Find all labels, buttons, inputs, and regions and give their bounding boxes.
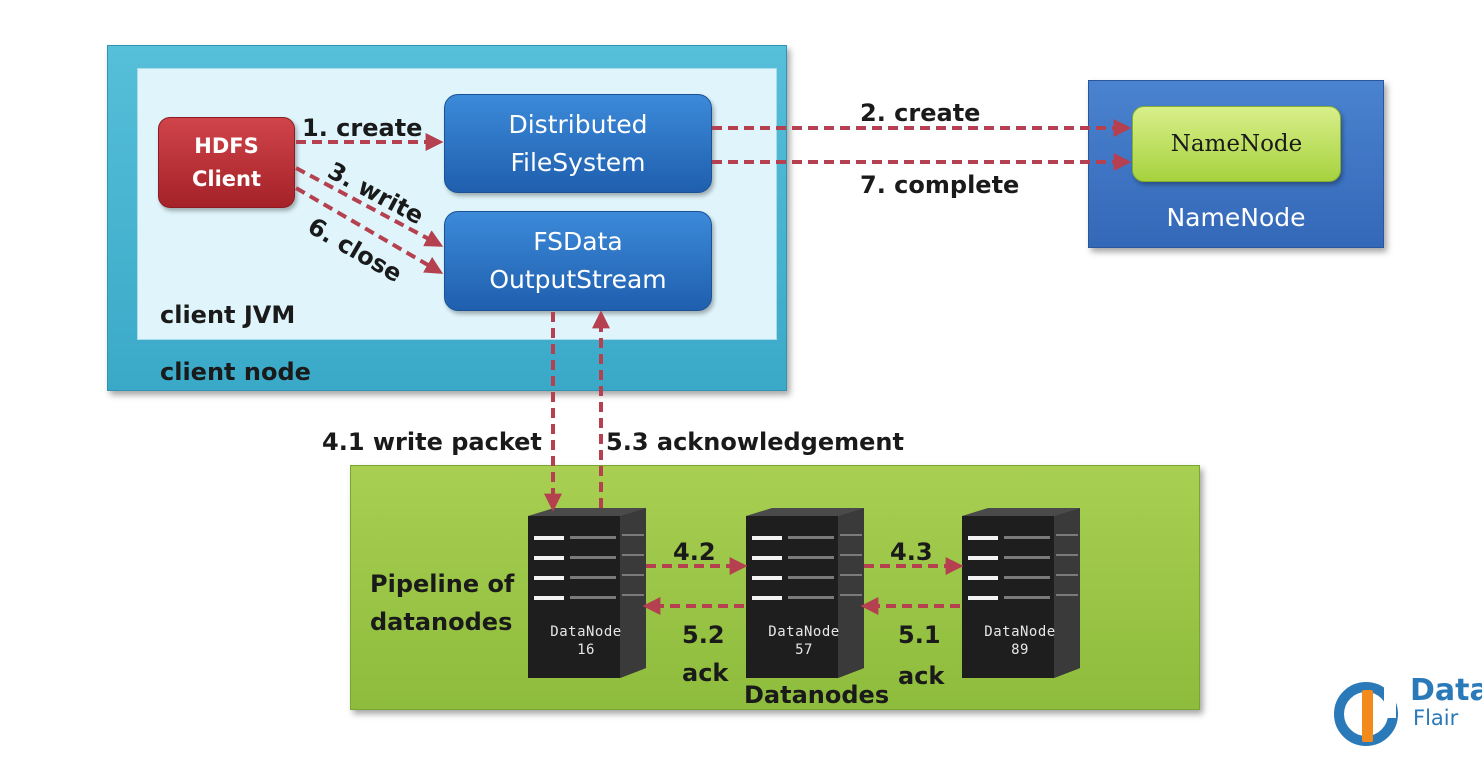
label-write-packet: 4.1 write packet bbox=[322, 428, 542, 456]
datanode-16-id: 16 bbox=[577, 642, 595, 658]
fsdos-line2: OutputStream bbox=[489, 265, 667, 294]
hdfs-client-box: HDFS Client bbox=[158, 117, 295, 208]
arrow-write bbox=[295, 166, 444, 247]
logo-text-line2: Flair bbox=[1413, 706, 1459, 730]
datanode-server-16: DataNode 16 bbox=[528, 508, 646, 678]
datanode-89-label: DataNode 89 bbox=[970, 623, 1070, 659]
hdfs-client-line1: HDFS bbox=[194, 133, 259, 158]
label-acknowledgement: 5.3 acknowledgement bbox=[606, 428, 904, 456]
fsdos-line1: FSData bbox=[533, 227, 623, 256]
datanode-server-57: DataNode 57 bbox=[746, 508, 864, 678]
dataflair-logo-icon bbox=[1334, 678, 1398, 746]
fsdata-outputstream-box: FSData OutputStream bbox=[444, 211, 712, 311]
label-write: 3. write bbox=[323, 157, 428, 231]
label-ack-1-word: ack bbox=[898, 662, 945, 690]
namenode-container-label: NameNode bbox=[1166, 203, 1306, 232]
client-jvm-label: client JVM bbox=[160, 301, 296, 329]
label-create: 1. create bbox=[302, 114, 422, 142]
datanode-57-id: 57 bbox=[795, 642, 813, 658]
label-datanodes: Datanodes bbox=[744, 681, 889, 709]
label-packet-3: 4.3 bbox=[890, 538, 933, 566]
label-ack-1-num: 5.1 bbox=[898, 621, 941, 649]
client-node-label: client node bbox=[160, 358, 311, 386]
datanode-16-name: DataNode bbox=[550, 624, 622, 640]
dfs-line1: Distributed bbox=[508, 109, 648, 139]
namenode-box: NameNode bbox=[1132, 106, 1341, 182]
datanode-server-89: DataNode 89 bbox=[962, 508, 1080, 678]
label-create-namenode: 2. create bbox=[860, 99, 980, 127]
label-complete: 7. complete bbox=[860, 171, 1019, 199]
distributed-filesystem-box: Distributed FileSystem bbox=[444, 94, 712, 193]
label-packet-2: 4.2 bbox=[673, 538, 716, 566]
label-ack-2-word: ack bbox=[682, 659, 729, 687]
arrow-close bbox=[294, 186, 444, 274]
dfs-line2: FileSystem bbox=[510, 147, 646, 177]
datanode-57-name: DataNode bbox=[768, 624, 840, 640]
pipeline-label-line1: Pipeline of bbox=[370, 570, 515, 598]
pipeline-label: Pipeline of datanodes bbox=[370, 565, 514, 641]
datanode-89-id: 89 bbox=[1011, 642, 1029, 658]
datanode-89-name: DataNode bbox=[984, 624, 1056, 640]
logo-text-line1: Data bbox=[1410, 673, 1482, 708]
datanode-16-label: DataNode 16 bbox=[536, 623, 636, 659]
pipeline-label-line2: datanodes bbox=[370, 608, 513, 636]
label-ack-2-num: 5.2 bbox=[682, 621, 725, 649]
datanode-57-label: DataNode 57 bbox=[754, 623, 854, 659]
hdfs-client-line2: Client bbox=[191, 166, 262, 191]
